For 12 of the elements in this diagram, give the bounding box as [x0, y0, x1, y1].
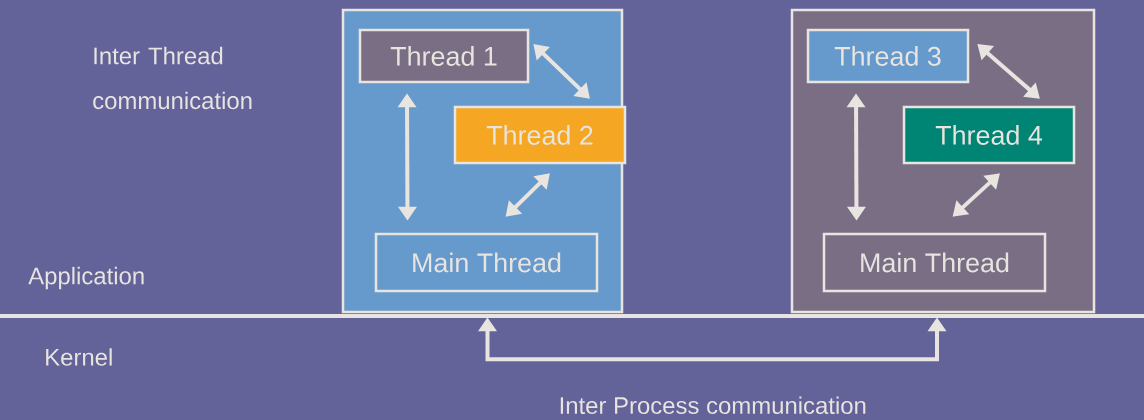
thread-box: Thread 3	[806, 28, 970, 84]
text-label: Kernel	[46, 348, 112, 366]
text-label: Inter Thread communication	[93, 46, 252, 110]
text-label: Application	[28, 266, 144, 290]
thread-box: Main Thread	[822, 232, 1047, 293]
thread-box: Thread 1	[358, 28, 530, 84]
edge-label: Inter Process communication	[560, 396, 866, 415]
thread-box: Thread 2	[453, 105, 627, 165]
thread-box: Thread 4	[902, 105, 1076, 165]
thread-box: Main Thread	[374, 232, 599, 293]
double-arrow	[977, 44, 1040, 99]
double-arrow	[533, 44, 590, 99]
